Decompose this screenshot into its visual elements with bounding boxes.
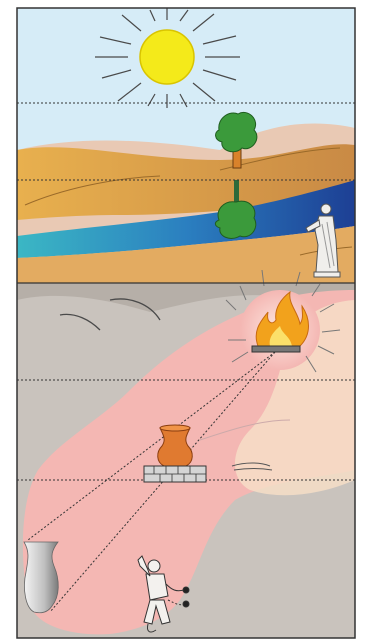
vase-icon bbox=[158, 425, 193, 466]
stone-wall bbox=[144, 466, 206, 482]
